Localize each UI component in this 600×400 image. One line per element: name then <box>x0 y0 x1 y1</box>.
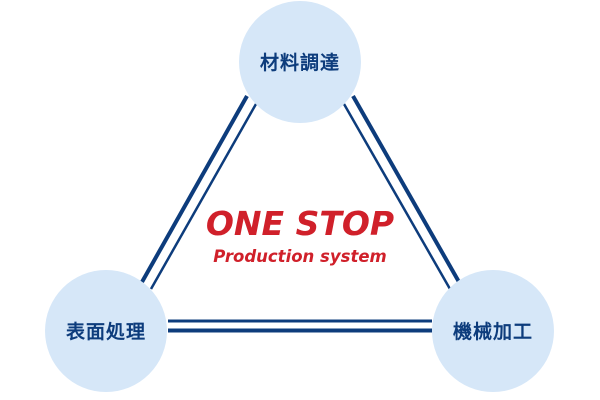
connection-line-outer <box>140 95 249 283</box>
node-circle <box>432 270 554 392</box>
center-subtitle: Production system <box>213 247 386 266</box>
node-top: 材料調達 <box>239 1 361 123</box>
connection-line-inner <box>149 103 258 290</box>
node-label-surface-treatment: 表面処理 <box>66 320 146 343</box>
node-circle <box>45 270 167 392</box>
connection-top-right <box>342 95 461 290</box>
node-circle <box>239 1 361 123</box>
node-label-machining: 機械加工 <box>453 320 533 343</box>
connection-line-outer <box>351 95 461 283</box>
node-right: 機械加工 <box>432 270 554 392</box>
center-title-group: ONE STOP Production system <box>206 204 394 266</box>
connection-top-left <box>140 95 258 290</box>
center-title: ONE STOP <box>206 204 394 243</box>
node-label-materials: 材料調達 <box>260 51 340 74</box>
connection-line-inner <box>342 103 452 290</box>
node-left: 表面処理 <box>45 270 167 392</box>
connection-left-right <box>168 319 432 333</box>
